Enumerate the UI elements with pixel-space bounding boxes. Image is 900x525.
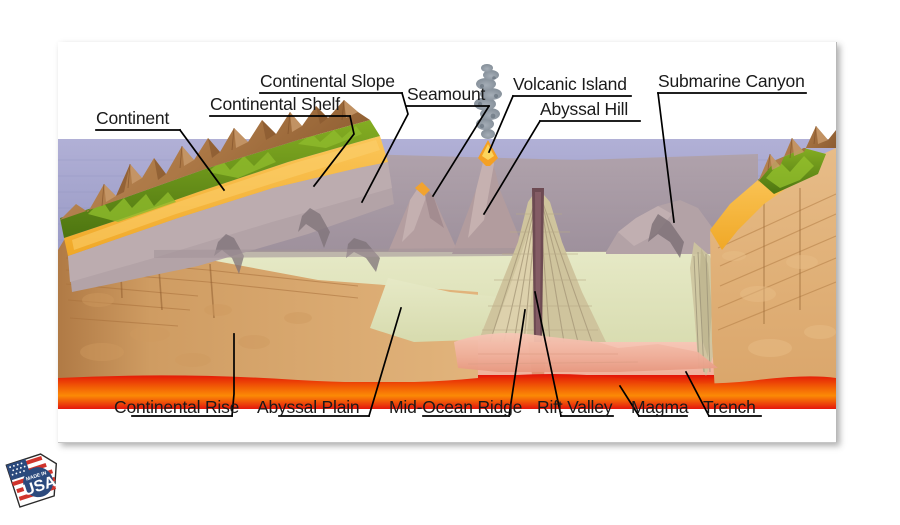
coastal-sand-strip [64,136,388,256]
made-in-usa-tag-icon: MADE IN USA [5,453,59,508]
label-leader-lines-bottom [131,290,762,418]
leader-volcanic-island [487,94,515,154]
leader-continental-shelf [312,114,355,188]
leader-rift-valley [533,290,563,418]
right-oceanic-crust [606,200,722,258]
leader-abyssal-hill [482,119,542,216]
seamount [388,182,458,252]
label-abyssal-hill: Abyssal Hill [540,99,629,119]
label-rift-valley: Rift Valley [537,397,613,417]
label-seamount: Seamount [407,84,486,104]
ocean-floor-diagram-figure: Continent Continental Shelf Continental … [58,42,837,443]
leader-mid-ocean-ridge [508,309,526,417]
abyssal-plain [154,248,518,258]
leader-continental-slope [360,91,409,204]
label-mid-ocean-ridge: Mid-Ocean Ridge [389,397,523,417]
leader-abyssal-plain [367,306,403,418]
leader-trench [684,370,711,418]
ocean-floor-cross-section-illustration [58,64,836,442]
label-continental-shelf: Continental Shelf [210,94,340,114]
leader-continent [178,128,226,192]
volcanic-island [452,64,526,254]
label-continental-rise: Continental Rise [114,397,240,417]
left-mountain-range [60,99,370,220]
left-continental-block [58,240,528,382]
leader-submarine-canyon [657,92,675,223]
label-volcanic-island: Volcanic Island [513,74,627,94]
made-in-usa-badge: MADE IN USA [4,447,66,511]
usa-seal [23,467,54,498]
right-continental-block [710,125,836,409]
label-submarine-canyon: Submarine Canyon [658,71,805,91]
vegetation-band-left [60,120,380,238]
label-continental-slope: Continental Slope [260,71,395,91]
label-leader-lines-top [95,91,807,223]
leader-magma [618,384,641,418]
label-abyssal-plain: Abyssal Plain [257,397,360,417]
rift-valley [532,188,544,342]
leader-continental-rise [231,333,235,417]
label-continent: Continent [96,108,170,128]
leader-seamount [431,104,491,198]
label-magma: Magma [631,397,689,417]
label-trench: Trench [703,397,756,417]
